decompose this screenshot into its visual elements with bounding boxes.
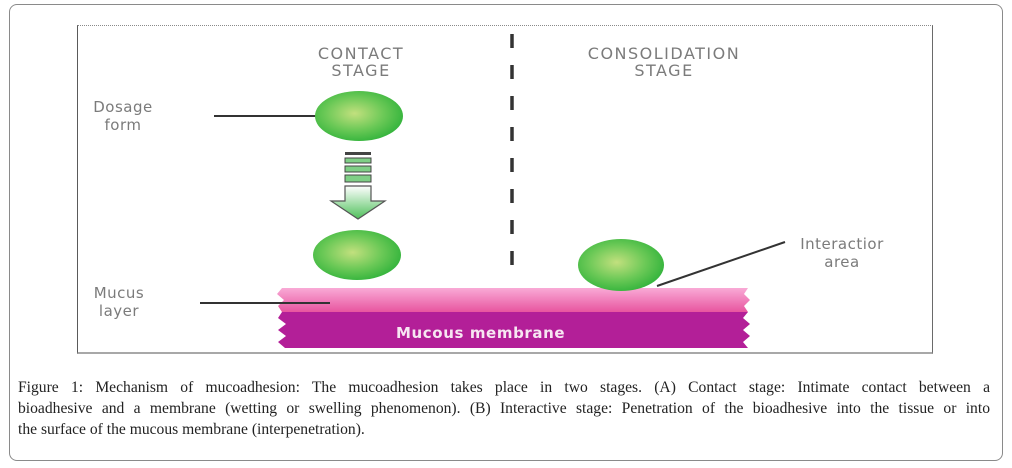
figure-caption: Figure 1: Mechanism of mucoadhesion: The…: [18, 377, 990, 440]
dosage-form-sphere: [315, 91, 403, 141]
interaction-area-label-line2: area: [824, 253, 860, 271]
caption-line-1-text: Mechanism of mucoadhesion: The mucoadhes…: [95, 379, 990, 396]
mucus-layer-label-line1: Mucus: [93, 284, 145, 302]
consolidation-stage-title: CONSOLIDATION STAGE: [554, 46, 774, 79]
diagram-art: [200, 34, 786, 348]
contact-stage-title-line1: CONTACT: [317, 44, 405, 63]
caption-line-1: Figure 1: Mechanism of mucoadhesion: The…: [18, 377, 990, 398]
mucous-membrane-label: Mucous membrane: [396, 324, 566, 342]
caption-line-2: bioadhesive and a membrane (wetting or s…: [18, 400, 990, 417]
interaction-area-label-line1: Interactior: [800, 235, 884, 253]
contact-stage-title: CONTACT STAGE: [286, 46, 436, 79]
dosage-form-label-line2: form: [104, 116, 142, 134]
contact-sphere: [313, 230, 401, 280]
mucus-layer-label: Mucus layer: [88, 284, 150, 320]
consolidation-sphere: [578, 239, 664, 291]
down-arrow-icon: [329, 152, 387, 220]
figure-label: Figure 1:: [18, 379, 84, 396]
consolidation-stage-title-line2: STAGE: [634, 61, 694, 80]
dosage-form-label-line1: Dosage: [93, 98, 153, 116]
interaction-area-pointer: [656, 241, 786, 287]
dosage-form-label: Dosage form: [88, 98, 158, 134]
consolidation-stage-title-line1: CONSOLIDATION: [587, 44, 741, 63]
mucoadhesion-diagram: CONTACT STAGE CONSOLIDATION STAGE Dosage…: [77, 25, 933, 354]
mucus-layer-label-line2: layer: [98, 302, 140, 320]
mucous-membrane-layer: [277, 288, 750, 348]
caption-line-3: the surface of the mucous membrane (inte…: [18, 421, 365, 438]
contact-stage-title-line2: STAGE: [331, 61, 391, 80]
interaction-area-label: Interactior area: [792, 235, 892, 271]
